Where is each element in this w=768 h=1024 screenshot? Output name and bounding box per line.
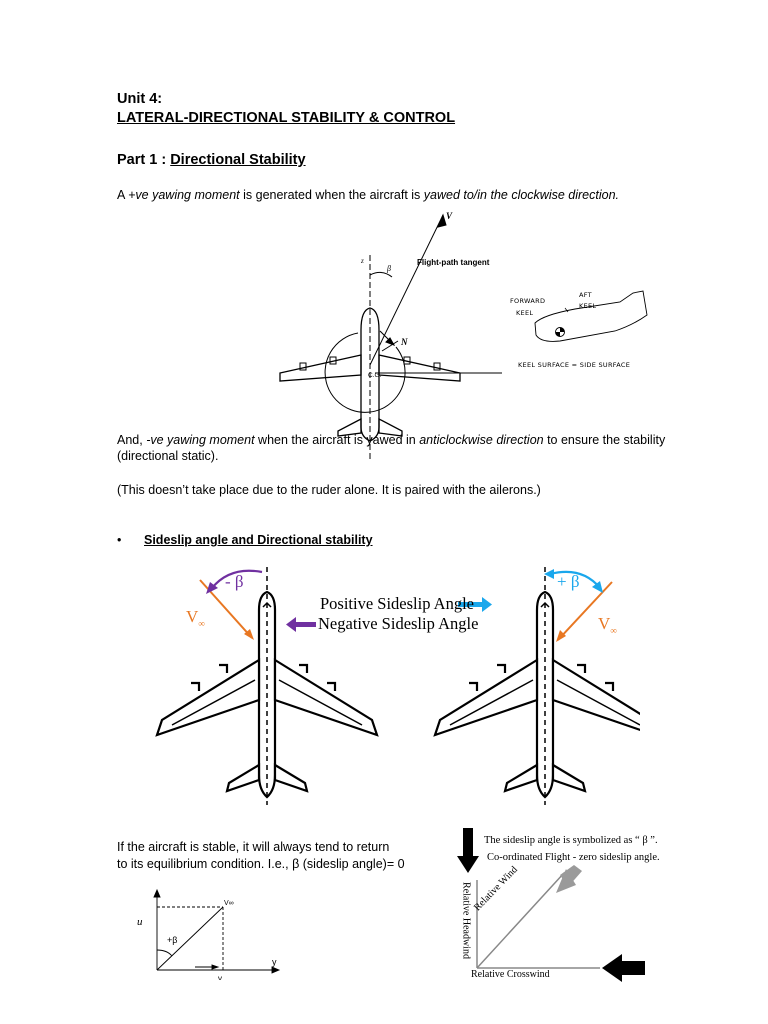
- velocity-arrowhead: [437, 213, 447, 228]
- text-run-italic: -ve yawing moment: [146, 433, 255, 447]
- text-run: A: [117, 188, 129, 202]
- yaw-moment-diagram: V z β Flight-path tangent N C.G.: [279, 211, 502, 460]
- flight-path-label: Flight-path tangent: [417, 258, 490, 267]
- text-run: to ensure the stability: [543, 433, 666, 447]
- velocity-vector: [369, 214, 444, 366]
- negative-sideslip-label: Negative Sideslip Angle: [318, 614, 479, 633]
- unit-number: Unit 4:: [117, 91, 163, 107]
- text-run: when the aircraft is yawed in: [254, 433, 420, 447]
- yaw-circle: [324, 332, 406, 413]
- left-stabilizer: [337, 417, 362, 437]
- relative-headwind-label: Relative Headwind: [460, 882, 472, 959]
- text-run: is generated when the aircraft is: [239, 188, 424, 202]
- v-infinity-right: V∞: [598, 614, 617, 636]
- cg-label: C.G.: [368, 372, 382, 379]
- v-label: V: [446, 211, 453, 221]
- coordinated-flight-text: Co-ordinated Flight - zero sideslip angl…: [487, 852, 660, 863]
- part-prefix: Part 1 :: [117, 152, 167, 168]
- text-run: And,: [117, 433, 147, 447]
- text-run-italic: anticlockwise direction: [419, 433, 544, 447]
- stability-text-line2: to its equilibrium condition. I.e., β (s…: [117, 857, 405, 871]
- n-label: N: [400, 337, 408, 347]
- part-title: Directional Stability: [170, 152, 306, 168]
- fuselage-sketch: [534, 290, 648, 342]
- sketch-keel-label: KEEL: [579, 302, 597, 310]
- stability-text-line1: If the aircraft is stable, it will alway…: [117, 840, 390, 854]
- headwind-arrow: [463, 828, 473, 856]
- relative-wind-diagram: [457, 828, 645, 982]
- u-label: u: [137, 916, 143, 928]
- v-infinity-left: V∞: [186, 607, 205, 629]
- part-heading: Part 1 : Directional Stability: [117, 152, 306, 168]
- negative-beta-label: - β: [225, 572, 244, 591]
- text-run: (directional static).: [117, 449, 219, 463]
- sketch-keel-label: KEEL: [516, 309, 534, 317]
- v-infinity-vector: [156, 906, 224, 971]
- paragraph-rudder-note: (This doesn’t take place due to the rude…: [117, 483, 541, 497]
- y-label: y: [272, 957, 277, 967]
- sketch-caption: KEEL SURFACE = SIDE SURFACE: [518, 361, 631, 369]
- engine: [403, 356, 411, 365]
- engine: [329, 356, 337, 365]
- engine: [433, 362, 441, 371]
- positive-arrow: [458, 602, 482, 607]
- sideslip-diagram: [155, 565, 640, 805]
- unit-title: LATERAL-DIRECTIONAL STABILITY & CONTROL: [117, 110, 456, 126]
- text-run-italic: yawed to/in the clockwise direction.: [423, 188, 619, 202]
- crosswind-arrow: [622, 961, 644, 975]
- negative-arrow: [296, 622, 316, 627]
- relative-crosswind-label: Relative Crosswind: [471, 969, 550, 980]
- paragraph-negative-yaw: And, -ve yawing moment when the aircraft…: [117, 432, 717, 464]
- positive-sideslip-label: Positive Sideslip Angle: [320, 594, 475, 613]
- paragraph-positive-yaw: A +ve yawing moment is generated when th…: [117, 187, 717, 203]
- v-label: v: [218, 974, 222, 980]
- bullet-marker: •: [117, 533, 122, 547]
- right-wing: [378, 354, 461, 382]
- engine: [299, 362, 307, 371]
- beta-label: β: [386, 264, 391, 273]
- sketch-aft-label: AFT: [579, 291, 592, 299]
- keel-sketch: [534, 290, 648, 342]
- negative-beta-arc: [211, 569, 263, 589]
- positive-beta-label: + β: [557, 572, 580, 591]
- relative-wind-line: [476, 872, 565, 969]
- text-run-italic: +ve yawing moment: [128, 188, 240, 202]
- n-arrow: [381, 340, 399, 352]
- bullet-heading: Sideslip angle and Directional stability: [144, 533, 373, 547]
- z-label: z: [360, 257, 364, 265]
- right-stabilizer: [378, 417, 403, 437]
- wind-vector-right: [557, 581, 613, 641]
- beta-arc: [369, 271, 393, 278]
- sketch-forward-label: FORWARD: [510, 297, 546, 305]
- sideslip-symbol-text: The sideslip angle is symbolized as “ β …: [484, 835, 658, 846]
- velocity-components-sketch: u V∞ +β v y: [137, 888, 281, 980]
- v-infinity-label: V∞: [224, 900, 234, 907]
- left-wing: [279, 354, 362, 382]
- beta-label: +β: [167, 935, 177, 945]
